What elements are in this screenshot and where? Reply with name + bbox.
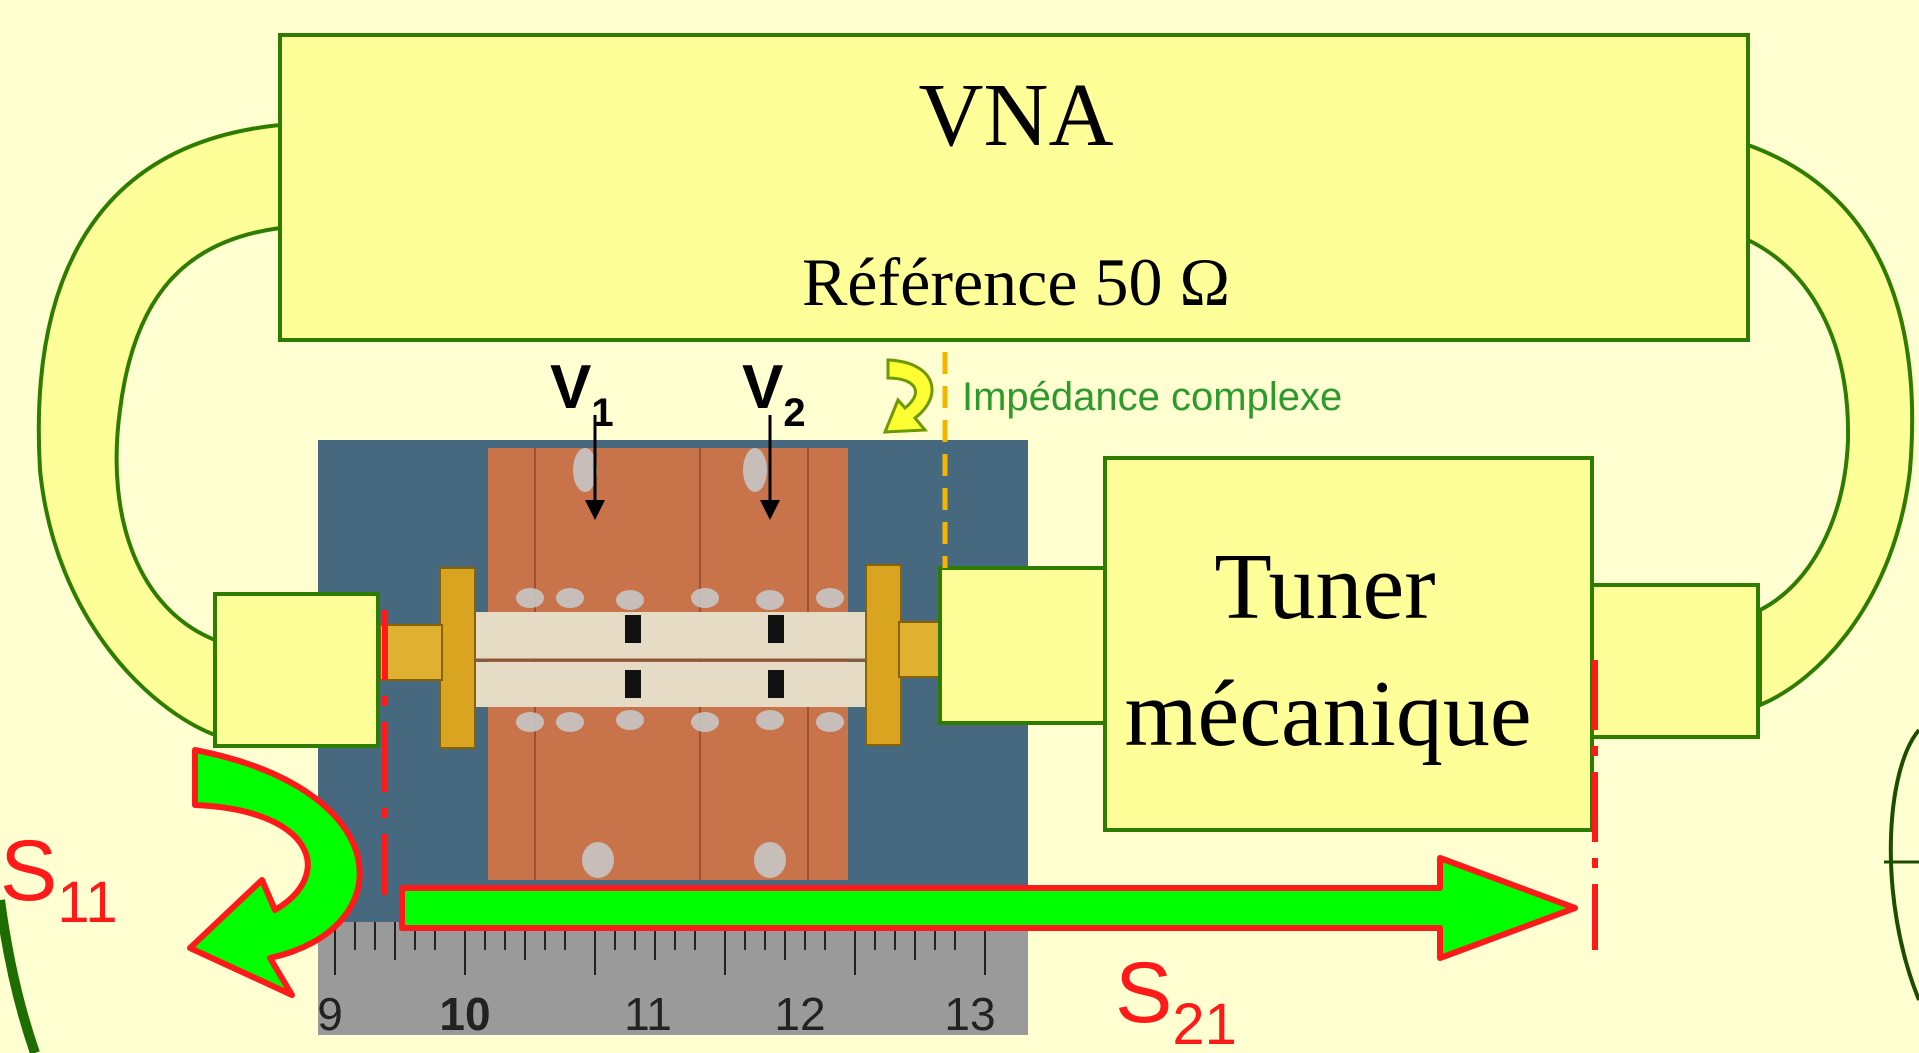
ruler-tick-13: 13 bbox=[944, 988, 995, 1040]
varactor-2a bbox=[768, 615, 784, 643]
tuner-box: Tuner mécanique bbox=[1103, 456, 1594, 832]
ruler-tick-11: 11 bbox=[624, 988, 672, 1040]
right-cable bbox=[1746, 142, 1915, 709]
port-box-middle bbox=[938, 566, 1107, 725]
v2-subscript: 2 bbox=[783, 391, 805, 435]
s11-label: S11 bbox=[0, 823, 118, 935]
s21-label: S21 bbox=[1115, 945, 1237, 1053]
v2-label: V2 bbox=[742, 353, 806, 435]
ruler-tick-12: 12 bbox=[774, 988, 825, 1040]
vna-reference: Référence 50 Ω bbox=[802, 244, 1230, 320]
s11-arrow bbox=[187, 747, 363, 998]
port-box-right bbox=[1588, 583, 1760, 739]
transmission-line-top bbox=[470, 612, 870, 659]
s11-subscript: 11 bbox=[57, 870, 117, 935]
impedance-curl-arrow bbox=[882, 358, 934, 434]
left-cable bbox=[36, 122, 282, 738]
vna-title: VNA bbox=[919, 66, 1114, 165]
ruler bbox=[318, 922, 1028, 1035]
varactor-1b bbox=[625, 670, 641, 698]
s21-subscript: 21 bbox=[1172, 992, 1237, 1053]
transmission-line-bottom bbox=[470, 662, 870, 707]
impedance-label: Impédance complexe bbox=[962, 375, 1342, 419]
port-box-left bbox=[213, 592, 380, 748]
ruler-tick-9: 9 bbox=[317, 988, 343, 1040]
s21-arrow bbox=[399, 855, 1578, 961]
varactor-2b bbox=[768, 670, 784, 698]
left-border-arc bbox=[0, 899, 40, 1053]
varactor-1a bbox=[625, 615, 641, 643]
tuner-line2: mécanique bbox=[1124, 662, 1531, 766]
partial-circle-right-edge bbox=[1888, 728, 1919, 1001]
tuner-line1: Tuner bbox=[1214, 535, 1435, 639]
sma-connector-left bbox=[439, 567, 476, 749]
v1-subscript: 1 bbox=[591, 391, 613, 435]
ruler-tick-10: 10 bbox=[439, 988, 490, 1040]
v1-label: V1 bbox=[550, 353, 614, 435]
sma-connector-right bbox=[865, 564, 902, 746]
device-photo: 9 10 11 12 13 bbox=[317, 440, 1028, 1040]
vna-box: VNA Référence 50 Ω bbox=[278, 33, 1750, 342]
